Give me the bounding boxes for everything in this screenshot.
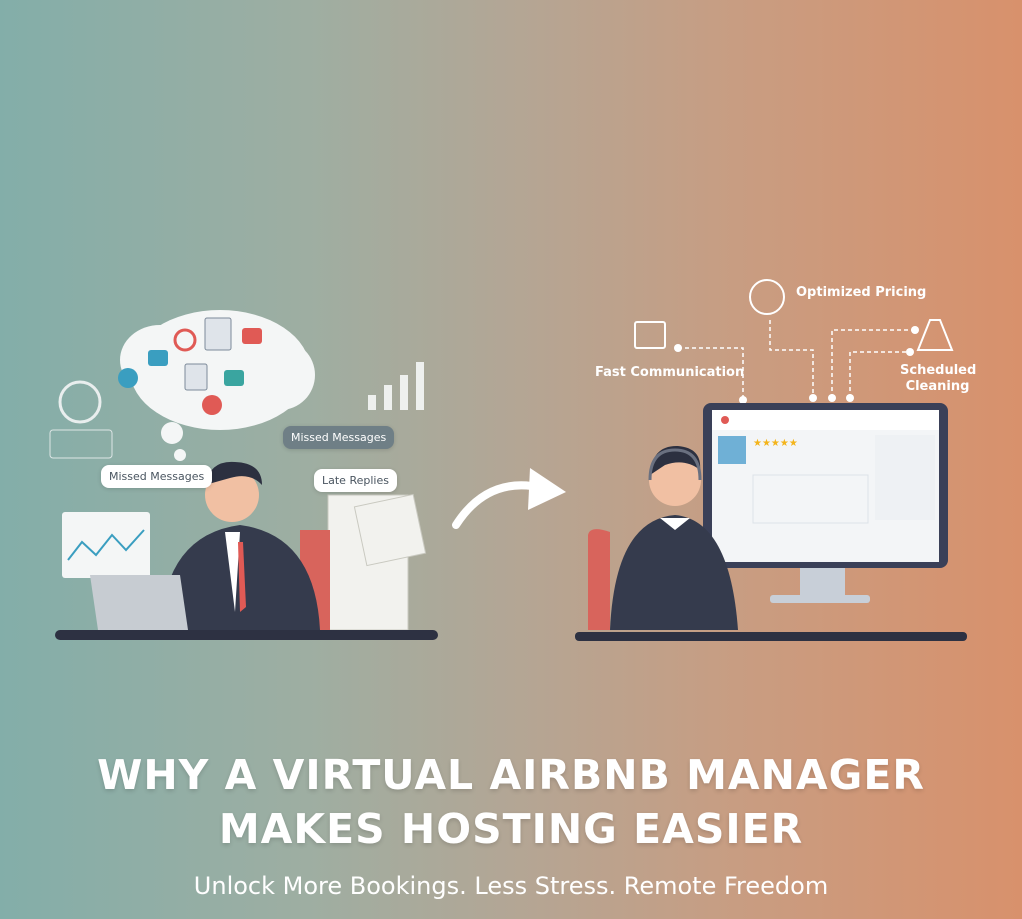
stressed-host-illustration bbox=[49, 310, 438, 640]
arrow-icon bbox=[452, 468, 566, 529]
subtitle: Unlock More Bookings. Less Stress. Remot… bbox=[193, 872, 829, 900]
user-icon bbox=[749, 279, 785, 315]
monitor-message-icon bbox=[634, 321, 666, 349]
late-replies-bubble: Late Replies bbox=[314, 469, 397, 492]
fast-communication-label: Fast Communication bbox=[595, 365, 745, 380]
chat-icon bbox=[242, 328, 262, 344]
checklist-icon bbox=[204, 317, 232, 351]
virtual-manager-illustration: ★★★★★ bbox=[575, 279, 967, 641]
scheduled-cleaning-label: Scheduled Cleaning bbox=[900, 363, 977, 394]
chat-icon bbox=[224, 370, 244, 386]
missed-messages-bubble: Missed Messages bbox=[101, 465, 213, 488]
bar-chart-icon bbox=[368, 362, 424, 410]
svg-text:★★★★★: ★★★★★ bbox=[753, 438, 798, 449]
office-chair bbox=[588, 529, 610, 630]
support-agent bbox=[610, 515, 738, 630]
headline-line-1: WHY A VIRTUAL AIRBNB MANAGER bbox=[97, 751, 925, 799]
desk bbox=[575, 632, 967, 641]
desk bbox=[55, 630, 438, 640]
headline-line-2: MAKES HOSTING EASIER bbox=[218, 805, 804, 853]
laptop bbox=[90, 575, 188, 630]
chat-icon bbox=[148, 350, 168, 366]
document-icon bbox=[49, 429, 113, 459]
checklist-icon bbox=[184, 363, 208, 391]
clock-icon bbox=[58, 380, 102, 424]
question-icon bbox=[118, 368, 138, 388]
optimized-pricing-label: Optimized Pricing bbox=[796, 285, 927, 300]
paper-stack bbox=[327, 493, 427, 631]
question-icon bbox=[202, 395, 222, 415]
cleaning-bottle-icon bbox=[916, 319, 954, 351]
alarm-clock-icon bbox=[173, 328, 197, 352]
missed-messages-bubble: Missed Messages bbox=[283, 426, 395, 449]
chart-screen bbox=[62, 512, 150, 578]
headset-icon bbox=[648, 448, 702, 481]
